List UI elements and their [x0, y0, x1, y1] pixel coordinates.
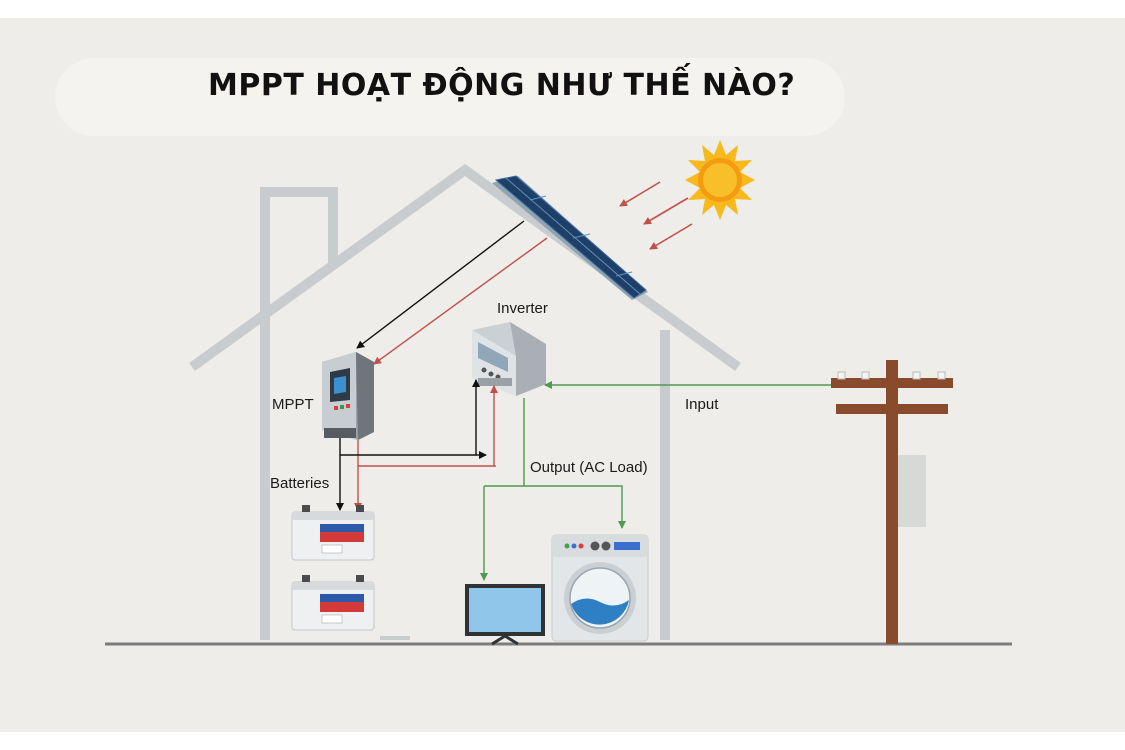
- mppt-to-inverter-red-line: [358, 385, 498, 467]
- house-outline: [189, 163, 741, 640]
- solar-panel-icon: [492, 175, 648, 300]
- sun-icon: [685, 140, 755, 220]
- washing-machine-icon: [551, 534, 649, 642]
- panel-to-mppt-dc-line: [356, 220, 525, 349]
- batteries-label: Batteries: [270, 475, 330, 492]
- input-label: Input: [685, 396, 719, 413]
- inverter-label: Inverter: [497, 300, 548, 317]
- ac-output-lines: [480, 398, 626, 581]
- mppt-diagram: [105, 140, 1012, 646]
- page-title: MPPT HOẠT ĐỘNG NHƯ THẾ NÀO?: [208, 68, 796, 103]
- diagram-canvas: MPPT HOẠT ĐỘNG NHƯ THẾ NÀO?: [0, 18, 1125, 732]
- mppt-controller-icon: [322, 352, 374, 440]
- title-background: [55, 58, 845, 136]
- mppt-label: MPPT: [272, 396, 314, 413]
- inverter-icon: [472, 322, 546, 396]
- output-label: Output (AC Load): [530, 459, 648, 476]
- utility-pole-icon: [831, 360, 953, 644]
- television-icon: [465, 584, 545, 646]
- sunlight-rays: [619, 181, 693, 250]
- panel-to-mppt-red-line: [373, 237, 548, 365]
- battery-icon: [291, 505, 410, 640]
